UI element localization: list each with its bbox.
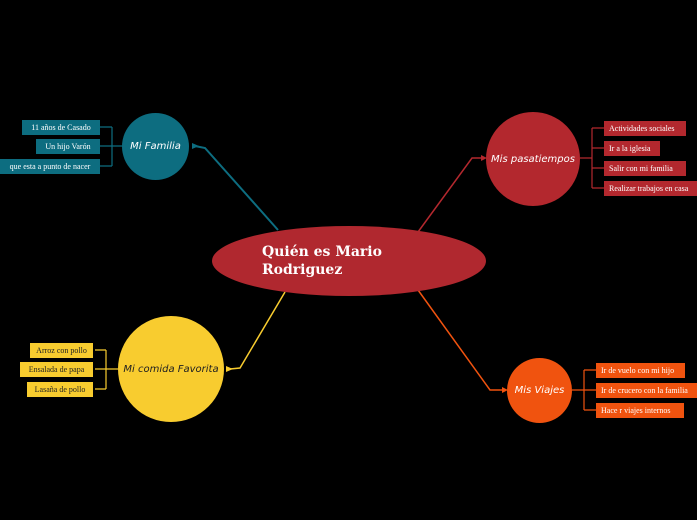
pasatiempos-item-3[interactable]: Salir con mi familia xyxy=(604,161,686,176)
viajes-item-1[interactable]: Ir de vuelo con mi hijo xyxy=(596,363,685,378)
topic-mi-familia-label: Mi Familia xyxy=(130,141,181,152)
pasatiempos-item-1[interactable]: Actividades sociales xyxy=(604,121,686,136)
topic-mis-pasatiempos-label: Mis pasatiempos xyxy=(491,153,575,165)
familia-item-2[interactable]: Un hijo Varón xyxy=(36,139,100,154)
pasatiempos-item-2[interactable]: Ir a la iglesia xyxy=(604,141,660,156)
topic-mis-viajes[interactable]: Mis Viajes xyxy=(507,358,572,423)
central-topic[interactable]: Quién es Mario Rodriguez xyxy=(212,226,486,296)
familia-item-3[interactable]: que esta a punto de nacer xyxy=(0,159,100,174)
pasatiempos-item-4[interactable]: Realizar trabajos en casa xyxy=(604,181,697,196)
familia-item-1[interactable]: 11 años de Casado xyxy=(22,120,100,135)
topic-mis-viajes-label: Mis Viajes xyxy=(514,385,565,396)
comida-item-2[interactable]: Ensalada de papa xyxy=(20,362,93,377)
comida-item-1[interactable]: Arroz con pollo xyxy=(30,343,93,358)
topic-mis-pasatiempos[interactable]: Mis pasatiempos xyxy=(486,112,580,206)
viajes-item-3[interactable]: Hace r viajes internos xyxy=(596,403,684,418)
topic-mi-comida-favorita-label: Mi comida Favorita xyxy=(123,363,219,375)
central-topic-label: Quién es Mario Rodriguez xyxy=(262,244,382,278)
topic-mi-comida-favorita[interactable]: Mi comida Favorita xyxy=(118,316,224,422)
viajes-item-2[interactable]: Ir de crucero con la familia xyxy=(596,383,697,398)
topic-mi-familia[interactable]: Mi Familia xyxy=(122,113,189,180)
comida-item-3[interactable]: Lasaña de pollo xyxy=(27,382,93,397)
